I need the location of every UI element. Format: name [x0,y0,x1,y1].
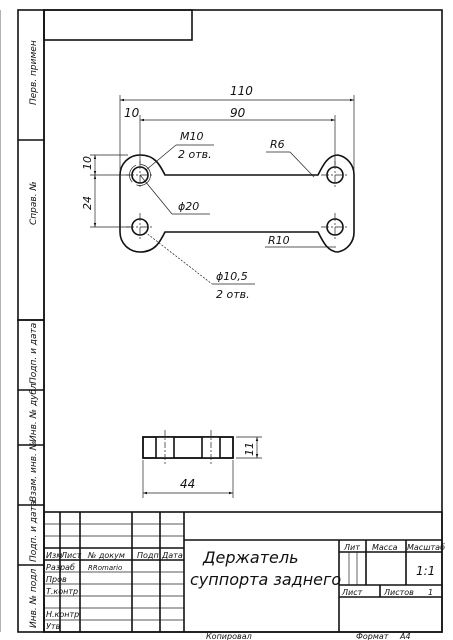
part-plan-view [119,154,355,253]
footer-kopiroval: Копировал [206,632,252,640]
tb-utv: Утв [46,622,61,631]
tb-razrab-name: RRomario [88,564,122,572]
tb-data: Дата [161,551,183,560]
plan-dimensions: 110 90 10 10 24 M10 2 отв. R6 ϕ20 R10 [81,84,355,301]
label-perv-primen: Перв. примен [29,40,39,105]
label-sprav-no: Справ. № [29,181,39,225]
dim-d20: ϕ20 [178,200,199,213]
label-podp-data-1: Подп. и дата [29,323,39,384]
title-block-text: Изм Лист № докум Подп Дата Разраб RRomar… [46,543,445,631]
label-inv-podl: Инв. № подл [29,569,39,628]
dim-m10-count: 2 отв. [178,148,212,161]
tb-list: Лист [60,551,82,560]
dim-24-vertical: 24 [81,196,94,210]
tb-razrab: Разраб [46,563,75,572]
part-outline [119,154,355,253]
sheet-footer: Копировал Формат А4 [206,632,411,640]
title-block [43,511,443,633]
tb-massa: Масса [372,543,398,552]
dim-11: 11 [243,442,256,456]
dim-d10-5-count: 2 отв. [216,288,250,301]
tb-doc-no: № докум [87,551,125,560]
tb-podp: Подп [137,551,159,560]
label-inv-dubl: Инв. № дубл [29,383,39,442]
tb-t-kontr: Т.контр [46,587,78,596]
dim-90: 90 [230,106,246,120]
footer-format: Формат [356,632,389,640]
part-section-view [142,430,234,465]
label-vzam-inv: Взам. инв. № [29,441,39,502]
dim-10-vertical: 10 [81,156,94,170]
dim-44: 44 [180,477,195,491]
dim-d10-5: ϕ10,5 [216,270,248,283]
section-dimensions: 11 44 [142,436,262,498]
top-left-box [43,9,193,41]
tb-listov-label: Листов [383,588,414,597]
tb-masshtab: Масштаб [407,543,445,552]
tb-listov-value: 1 [428,588,433,597]
tb-n-kontr: Н.контр [46,610,79,619]
side-strip-lower [17,319,45,633]
tb-scale-value: 1:1 [416,564,435,578]
dim-m10: M10 [180,130,204,143]
tb-lit: Лит [343,543,360,552]
drawing-title-line2: суппорта заднего [190,570,341,589]
tb-prov: Пров [46,575,67,584]
side-strip-labels: Перв. примен Справ. № Подп. и дата Инв. … [29,40,39,628]
sheet-frame [0,9,443,633]
tb-list-label: Лист [341,588,363,597]
footer-format-value: А4 [399,632,411,640]
dim-r10: R10 [268,234,290,247]
label-podp-data-2: Подп. и дата [29,501,39,562]
dim-r6: R6 [270,138,285,151]
drawing-title-line1: Держатель [202,548,299,567]
dim-10-edge: 10 [124,106,140,120]
dim-110: 110 [230,84,253,98]
tb-izm: Изм [46,551,62,560]
